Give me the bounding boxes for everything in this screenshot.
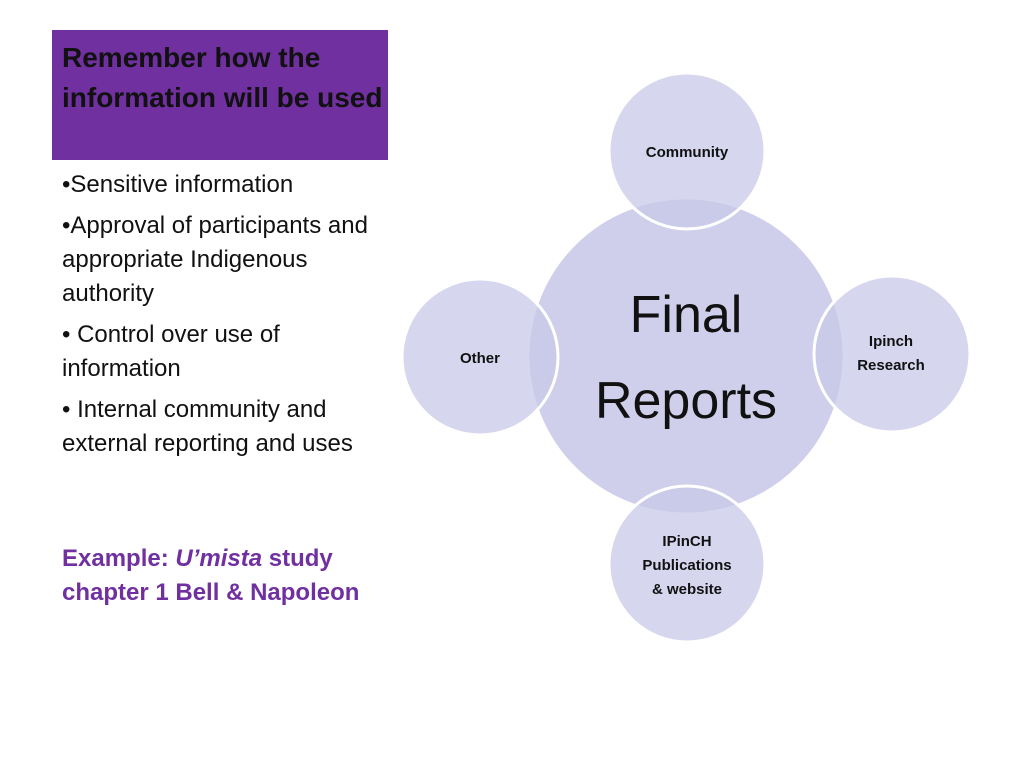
bullet-item: •Approval of participants and appropriat… — [62, 212, 368, 307]
bullet-item: • Control over use of information — [62, 321, 280, 382]
example-suffix: study chapter 1 Bell & Napoleon — [62, 545, 360, 606]
node-label-ipinch-line1: Ipinch — [869, 333, 913, 350]
bullet-item: • Internal community and external report… — [62, 396, 353, 457]
slide-title: Remember how the information will be use… — [62, 42, 383, 113]
title-box: Remember how the information will be use… — [52, 30, 388, 160]
center-label-line2: Reports — [595, 372, 777, 430]
node-label-other: Other — [460, 350, 500, 367]
node-circle-left — [400, 277, 560, 437]
center-circle — [526, 196, 846, 516]
node-label-ipinch-line2: Research — [857, 357, 925, 374]
example-title: U’mista — [175, 545, 263, 572]
bullet-item: •Sensitive information — [62, 171, 294, 198]
node-label-publications-line1: IPinCH — [662, 533, 711, 550]
bullet-list: •Sensitive information •Approval of part… — [62, 168, 392, 468]
node-circle-right — [812, 274, 972, 434]
node-circle-top — [607, 71, 767, 231]
node-circle-bottom — [607, 484, 767, 644]
node-label-publications-line2: Publications — [642, 557, 731, 574]
example-citation: Example: U’mista study chapter 1 Bell & … — [62, 542, 382, 610]
node-label-community: Community — [646, 144, 729, 161]
node-label-publications-line3: & website — [652, 581, 722, 598]
example-prefix: Example: — [62, 545, 176, 572]
center-label-line1: Final — [630, 286, 743, 344]
